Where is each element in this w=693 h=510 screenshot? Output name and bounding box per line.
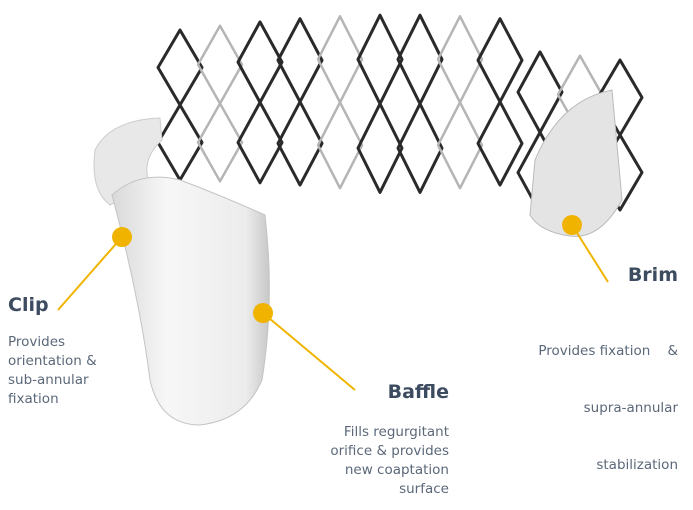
- stent-cell: [236, 20, 284, 185]
- baffle-leader-line: [262, 312, 356, 391]
- baffle-shape: [111, 176, 270, 426]
- clip-title: Clip: [8, 294, 49, 316]
- stent-cell: [356, 13, 404, 194]
- desc-line: surface: [399, 481, 449, 497]
- clip-description: Provides orientation & sub-annular fixat…: [8, 333, 97, 409]
- desc-line: new coaptation: [344, 462, 449, 478]
- stent-cell: [156, 28, 204, 182]
- desc-line: fixation: [8, 391, 59, 407]
- stent-cell: [476, 17, 524, 187]
- desc-line: orientation &: [8, 353, 97, 369]
- desc-line: Fills regurgitant: [343, 424, 449, 440]
- brim-shape: [529, 89, 623, 237]
- stent-cell: [396, 13, 444, 194]
- desc-line: orifice & provides: [330, 443, 449, 459]
- desc-line: stabilization: [596, 457, 678, 473]
- desc-line: sub-annular: [8, 372, 89, 388]
- baffle-title: Baffle: [387, 381, 449, 403]
- brim-leader-line: [571, 224, 609, 283]
- desc-line: Provides: [8, 334, 66, 350]
- baffle-description: Fills regurgitant orifice & provides new…: [330, 423, 449, 499]
- stent-cell: [276, 17, 324, 187]
- stent-cell: [436, 15, 484, 190]
- desc-line: supra-annular: [583, 400, 678, 416]
- brim-description: Provides fixation & supra-annular stabil…: [538, 304, 678, 510]
- clip-leader-line: [57, 236, 123, 311]
- stent-cell: [196, 24, 244, 183]
- desc-line: Provides fixation &: [538, 343, 678, 359]
- brim-marker: [562, 215, 582, 235]
- clip-marker: [112, 227, 132, 247]
- baffle-marker: [253, 303, 273, 323]
- stent-cell: [316, 15, 364, 190]
- brim-title: Brim: [627, 264, 678, 286]
